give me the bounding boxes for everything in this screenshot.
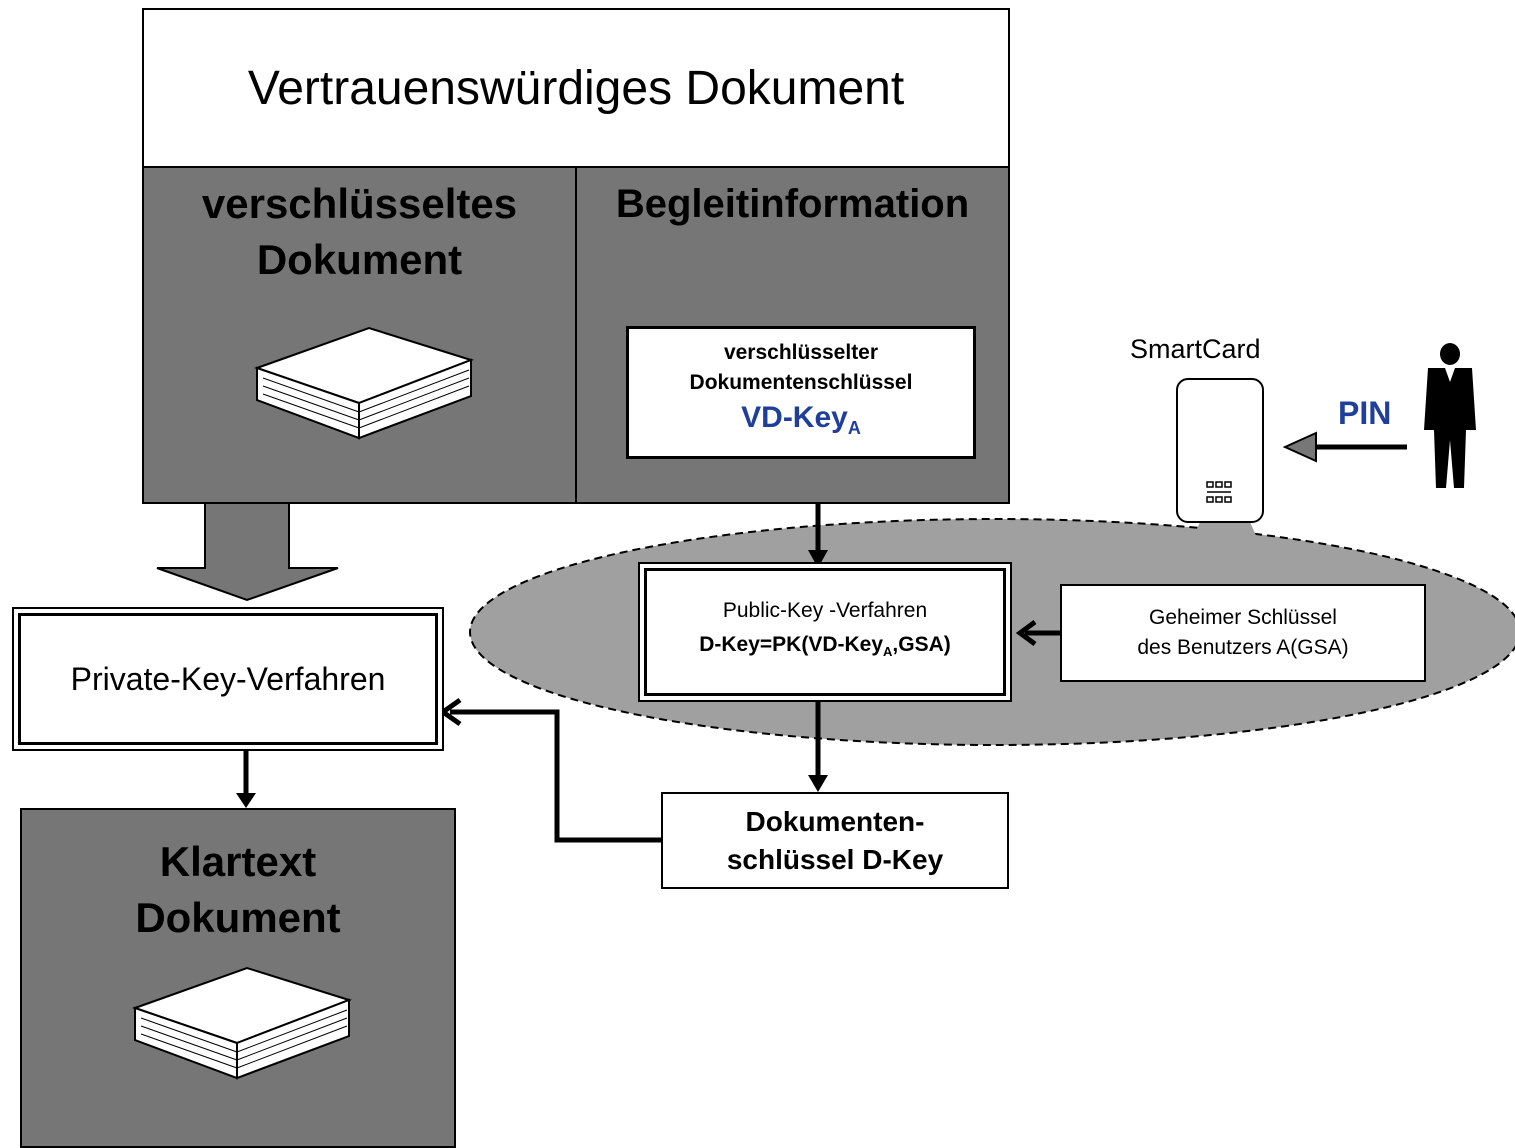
- arrow-dkey-to-private: [450, 709, 662, 843]
- book-icon: [253, 326, 475, 440]
- public-key-formula: D-Key=PK(VD-KeyA,GSA): [699, 628, 951, 669]
- vd-key-text: VD-Key: [741, 400, 848, 434]
- formula-subscript: A: [883, 644, 893, 660]
- public-key-line1: Public-Key -Verfahren: [722, 599, 928, 623]
- secret-key-line2: des Benutzers A(GSA): [1137, 636, 1349, 659]
- plaintext-document-panel: Klartext Dokument: [20, 808, 456, 1148]
- public-key-box: Public-Key -Verfahren D-Key=PK(VD-KeyA,G…: [638, 562, 1012, 702]
- document-key-box: Dokumenten- schlüssel D-Key: [661, 792, 1009, 889]
- vd-key-label: VD-KeyA: [741, 398, 861, 448]
- vd-key-subscript: A: [847, 417, 861, 438]
- plaintext-line1: Klartext: [159, 838, 317, 885]
- plaintext-line2: Dokument: [135, 894, 341, 941]
- doc-key-line2: schlüssel D-Key: [726, 843, 944, 875]
- smartcard-label: SmartCard: [1130, 334, 1261, 364]
- encrypted-doc-line1: verschlüsseltes: [201, 180, 518, 227]
- smartcard-card: [1176, 378, 1264, 523]
- private-key-box: Private-Key-Verfahren: [12, 607, 444, 751]
- secret-key-box: Geheimer Schlüssel des Benutzers A(GSA): [1060, 584, 1426, 682]
- vd-key-box: verschlüsselter Dokumentenschlüssel VD-K…: [626, 326, 976, 459]
- page-title: Vertrauenswürdiges Dokument: [247, 61, 905, 115]
- formula-post: ,GSA): [892, 633, 951, 657]
- vd-key-line2: Dokumentenschlüssel: [689, 370, 913, 394]
- trusted-document-title-box: Vertrauenswürdiges Dokument: [142, 8, 1010, 168]
- private-key-label: Private-Key-Verfahren: [70, 660, 386, 697]
- pin-label: PIN: [1338, 395, 1392, 431]
- formula-pre: D-Key=PK(VD-Key: [699, 633, 884, 657]
- person-icon: [1424, 343, 1476, 488]
- accompanying-info-title: Begleitinformation: [615, 182, 970, 226]
- decrypt-flow-arrow: [156, 499, 339, 602]
- vd-key-line1: verschlüsselter: [723, 340, 879, 364]
- encrypted-document-panel: verschlüsseltes Dokument: [142, 166, 577, 504]
- doc-key-line1: Dokumenten-: [745, 805, 925, 837]
- secret-key-line1: Geheimer Schlüssel: [1149, 606, 1337, 629]
- book-icon: [131, 966, 353, 1080]
- smartcard-chip-icon: [1206, 481, 1232, 503]
- encrypted-doc-line2: Dokument: [256, 236, 463, 283]
